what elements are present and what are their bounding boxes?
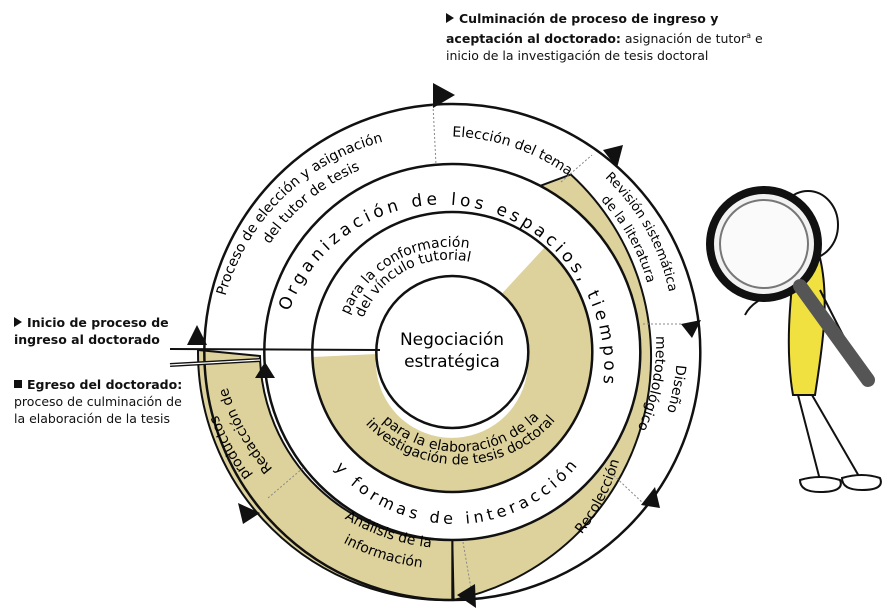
magnifier-figure-icon	[706, 186, 882, 494]
center-circle	[375, 274, 530, 430]
play-arrow-icon	[187, 325, 207, 345]
inner-ring-gold-sector	[312, 247, 593, 493]
play-arrow-icon	[14, 317, 22, 327]
play-arrow-icon	[255, 362, 275, 378]
figure-legs	[797, 394, 861, 481]
note-top: Culminación de proceso de ingreso y acep…	[446, 10, 786, 64]
start-leader-line	[169, 348, 381, 351]
play-arrow-icon	[446, 13, 454, 23]
note-end-text: proceso de culminación de la elaboración…	[14, 394, 182, 426]
play-arrow-icon	[433, 83, 455, 108]
note-start-bold: Inicio de proceso de ingreso al doctorad…	[14, 315, 169, 347]
note-end: Egreso del doctorado: proceso de culmina…	[14, 376, 189, 427]
note-top-sup: a	[746, 31, 751, 40]
note-top-text: asignación de tutor	[624, 31, 747, 47]
magnifier-handle	[793, 279, 875, 387]
outer-ring-gold-sector-left	[196, 348, 454, 602]
square-bullet-icon	[14, 380, 22, 388]
note-start: Inicio de proceso de ingreso al doctorad…	[14, 314, 194, 348]
play-arrow-icon	[681, 320, 701, 338]
center-line-2: estratégica	[404, 352, 500, 372]
figure-shoes	[798, 474, 882, 494]
play-arrow-icon	[641, 487, 660, 508]
play-arrow-icon	[603, 145, 623, 168]
note-top-bold: Culminación de proceso de ingreso y acep…	[446, 11, 719, 47]
middle-ring-outline	[263, 162, 642, 542]
play-arrow-icon	[238, 503, 260, 524]
segment-3-line-1: Diseño	[663, 364, 688, 415]
note-end-bold: Egreso del doctorado:	[27, 377, 183, 392]
outer-ring-border	[203, 102, 702, 602]
center-line-1: Negociación	[400, 330, 504, 350]
cycle-arrowheads	[187, 83, 701, 608]
play-arrow-icon	[457, 584, 476, 608]
end-leader-line-inner	[169, 359, 261, 366]
inner-ring-border	[311, 210, 594, 494]
note-top-text-2: e inicio de la investigación de tesis do…	[446, 31, 763, 64]
magnifier-lens-inner	[719, 199, 809, 289]
